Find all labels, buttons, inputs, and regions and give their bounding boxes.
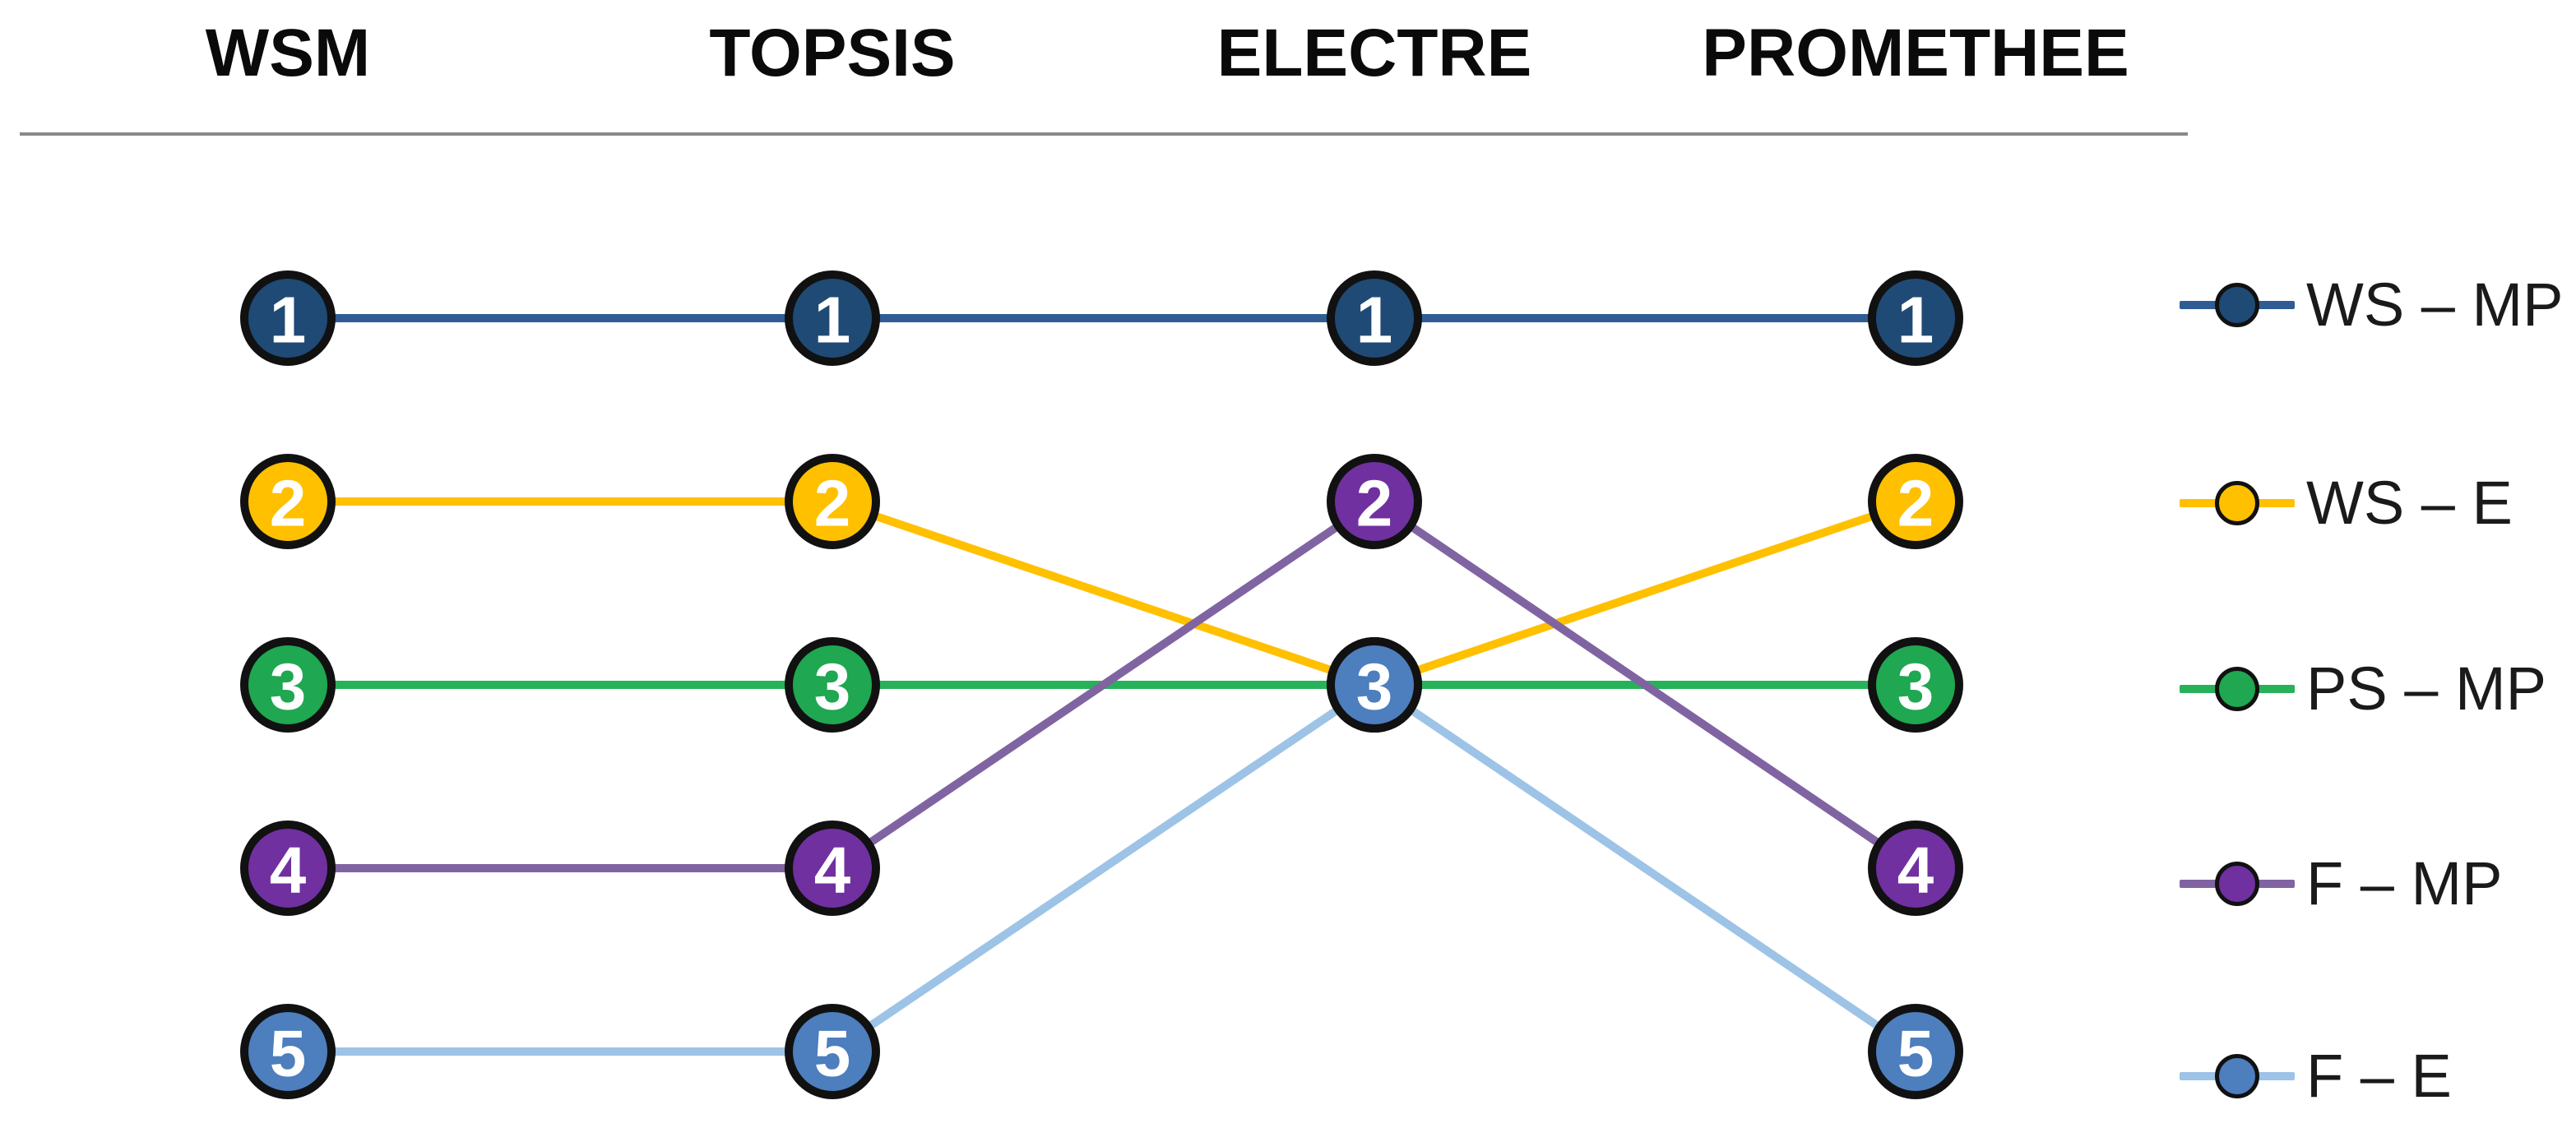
rank-marker-ws-mp-promethee (1868, 270, 1963, 366)
series-line-ws-e (288, 497, 1917, 690)
rank-label: 1 (1356, 284, 1393, 357)
rank-label: 1 (814, 284, 851, 357)
rank-label: 2 (814, 467, 851, 540)
legend-marker-dot (2215, 1054, 2259, 1098)
rank-marker-f-mp-promethee (1868, 821, 1963, 916)
rank-marker-ps-mp-promethee (1868, 637, 1963, 733)
rank-label: 1 (270, 284, 307, 357)
legend-label: PS – MP (2306, 654, 2546, 723)
rank-marker-f-mp-electre (1327, 454, 1422, 549)
rank-marker-f-mp-wsm (240, 821, 336, 916)
legend-item-ps-mp: PS – MP (2180, 652, 2546, 726)
rank-label: 5 (1897, 1017, 1934, 1090)
legend-item-f-mp: F – MP (2180, 847, 2502, 921)
rank-marker-f-e-promethee (1868, 1004, 1963, 1099)
legend-swatch (2180, 466, 2295, 540)
rank-label: 3 (270, 650, 307, 723)
rank-marker-ps-mp-wsm (240, 637, 336, 733)
rank-marker-f-e-wsm (240, 1004, 336, 1099)
legend-swatch (2180, 652, 2295, 726)
rank-label: 5 (270, 1017, 307, 1090)
rank-marker-ws-mp-topsis (785, 270, 880, 366)
rank-label: 2 (1897, 467, 1934, 540)
rank-marker-ws-mp-wsm (240, 270, 336, 366)
legend-item-f-e: F – E (2180, 1039, 2452, 1113)
legend-label: F – MP (2306, 849, 2503, 918)
legend-marker-dot (2215, 481, 2259, 525)
header-divider-rule (20, 132, 2188, 136)
rank-marker-ws-e-wsm (240, 454, 336, 549)
rank-label: 5 (814, 1017, 851, 1090)
rank-label: 3 (814, 650, 851, 723)
series-line-f-mp (288, 496, 1918, 872)
series-line-f-e (288, 679, 1918, 1056)
legend-swatch (2180, 268, 2295, 342)
rank-marker-ps-mp-topsis (785, 637, 880, 733)
rank-marker-ws-mp-electre (1327, 270, 1422, 366)
legend-label: WS – E (2306, 469, 2513, 537)
legend-label: WS – MP (2306, 270, 2564, 339)
rank-marker-f-e-topsis (785, 1004, 880, 1099)
rank-label: 4 (1897, 834, 1934, 907)
legend-label: F – E (2306, 1042, 2452, 1110)
rank-label: 3 (1356, 650, 1393, 723)
column-header-topsis: TOPSIS (709, 16, 956, 90)
rank-label: 4 (270, 834, 307, 907)
legend-marker-dot (2215, 667, 2259, 711)
column-header-promethee: PROMETHEE (1702, 16, 2129, 90)
rank-marker-ws-e-promethee (1868, 454, 1963, 549)
column-header-wsm: WSM (205, 16, 371, 90)
rank-label: 2 (1356, 467, 1393, 540)
rank-label: 1 (1897, 284, 1934, 357)
rank-label: 4 (814, 834, 851, 907)
rank-marker-f-mp-topsis (785, 821, 880, 916)
legend-swatch (2180, 847, 2295, 921)
legend-marker-dot (2215, 283, 2259, 327)
legend-item-ws-e: WS – E (2180, 466, 2513, 540)
legend-item-ws-mp: WS – MP (2180, 268, 2563, 342)
rank-marker-f-e-electre (1327, 637, 1422, 733)
rank-label: 2 (270, 467, 307, 540)
legend-marker-dot (2215, 862, 2259, 906)
rank-label: 3 (1897, 650, 1934, 723)
legend-swatch (2180, 1039, 2295, 1113)
rank-marker-ws-e-topsis (785, 454, 880, 549)
column-header-electre: ELECTRE (1216, 16, 1532, 90)
